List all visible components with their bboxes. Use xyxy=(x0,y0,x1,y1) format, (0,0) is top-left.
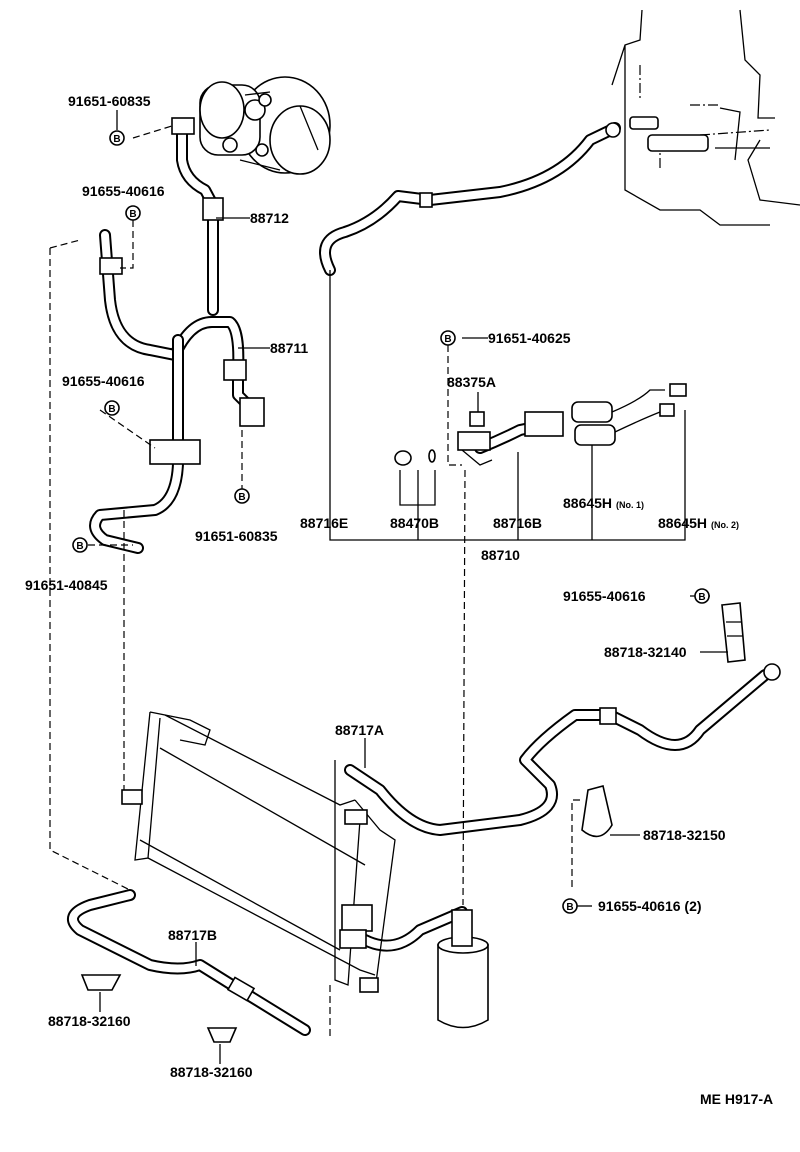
label-88716B: 88716B xyxy=(493,515,542,531)
compressor-illustration xyxy=(199,76,331,175)
label-91651-60835-b: 91651-60835 xyxy=(195,528,278,544)
part-88718-32150-clamp xyxy=(581,785,613,838)
label-88718-32140: 88718-32140 xyxy=(604,644,687,660)
part-suction-block xyxy=(149,397,265,465)
receiver-dryer-illustration xyxy=(437,909,489,1029)
svg-text:B: B xyxy=(113,134,120,145)
label-91655-40616-c: 91655-40616 xyxy=(563,588,646,604)
bolt-marker-4: B xyxy=(234,488,250,504)
label-91655-40616-a: 91655-40616 xyxy=(82,183,165,199)
pipe-88716E-liquid-tube xyxy=(319,122,621,276)
pipe-88712-discharge-hose xyxy=(176,124,224,316)
label-88645H-no1: 88645H xyxy=(563,495,612,511)
svg-text:B: B xyxy=(698,592,705,603)
label-88645H-no2-note: (No. 2) xyxy=(711,520,739,530)
bolt-marker-1: B xyxy=(109,130,125,146)
label-88645H-no2: 88645H xyxy=(658,515,707,531)
bolt-marker-5: B xyxy=(72,537,88,553)
part-88375A-pressure-switch xyxy=(457,411,493,466)
svg-text:B: B xyxy=(129,209,136,220)
bolt-marker-2: B xyxy=(125,205,141,221)
svg-text:B: B xyxy=(76,541,83,552)
label-88375A: 88375A xyxy=(447,374,496,390)
label-88712: 88712 xyxy=(250,210,289,226)
label-88718-32160-a: 88718-32160 xyxy=(48,1013,131,1029)
label-88718-32150: 88718-32150 xyxy=(643,827,726,843)
label-88718-32160-b: 88718-32160 xyxy=(170,1064,253,1080)
part-88718-32160-clip-a xyxy=(80,974,122,991)
pipe-receiver-tube xyxy=(359,906,468,952)
bolt-marker-7: B xyxy=(694,588,710,604)
pipe-88717A-discharge-tube xyxy=(344,663,781,836)
label-91651-40845: 91651-40845 xyxy=(25,577,108,593)
part-88712-fitting-top xyxy=(171,117,195,135)
label-88710: 88710 xyxy=(481,547,520,563)
label-88711: 88711 xyxy=(270,340,308,356)
svg-text:B: B xyxy=(566,902,573,913)
label-88716E: 88716E xyxy=(300,515,348,531)
label-91651-60835-top: 91651-60835 xyxy=(68,93,151,109)
drawing-code: ME H917-A xyxy=(700,1091,773,1107)
svg-text:B: B xyxy=(444,334,451,345)
pipe-88717B-condenser-tube xyxy=(67,889,311,1036)
evaporator-unit-illustration xyxy=(611,9,800,226)
label-leader-lines xyxy=(99,110,728,1064)
label-91655-40616-b: 91655-40616 xyxy=(62,373,145,389)
condenser-illustration xyxy=(121,711,396,993)
part-88645H-no1-resistor xyxy=(524,389,665,437)
label-91655-40616-2: 91655-40616 (2) xyxy=(598,898,702,914)
part-88470B-o-ring-and-cap xyxy=(394,449,436,466)
label-88717B: 88717B xyxy=(168,927,217,943)
bolt-marker-3: B xyxy=(104,400,120,416)
dashed-leader-lines xyxy=(49,124,580,1040)
label-88645H-no1-note: (No. 1) xyxy=(616,500,644,510)
label-91651-40625: 91651-40625 xyxy=(488,330,571,346)
bolt-marker-8: B xyxy=(562,898,578,914)
bolt-marker-6: B xyxy=(440,330,456,346)
svg-text:B: B xyxy=(108,404,115,415)
part-88645H-no2-resistor xyxy=(574,383,687,446)
label-88470B: 88470B xyxy=(390,515,439,531)
part-88718-32160-clip-b xyxy=(206,1027,238,1043)
svg-text:B: B xyxy=(238,492,245,503)
pipe-88711-suction-hose xyxy=(89,229,254,554)
label-88717A: 88717A xyxy=(335,722,384,738)
part-88718-32140-clamp xyxy=(721,602,746,663)
